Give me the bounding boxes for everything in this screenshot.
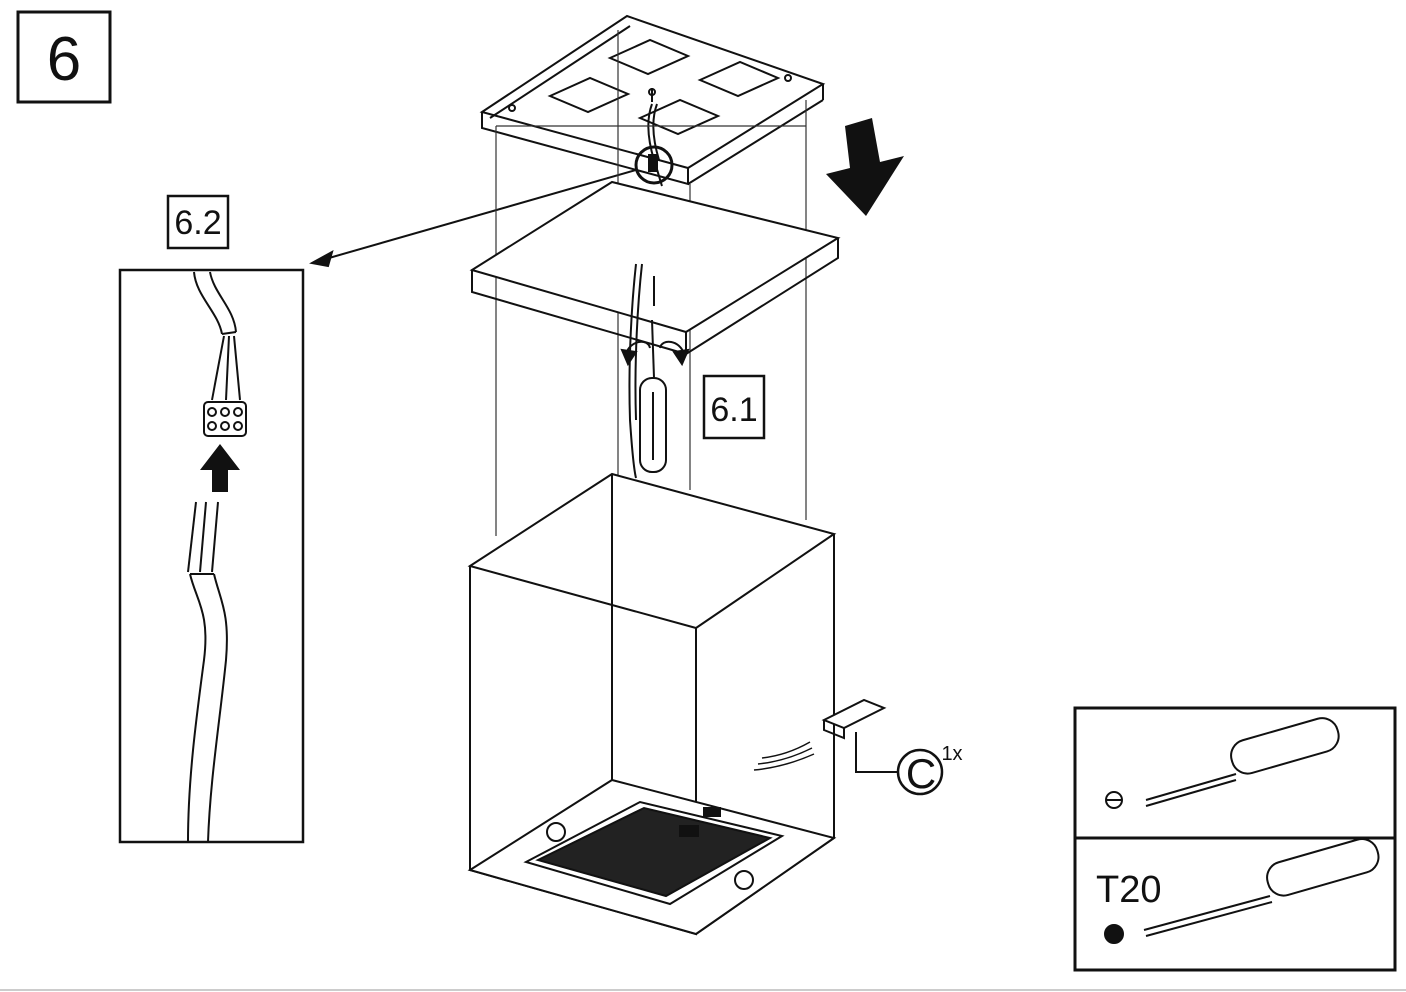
wiring-detail-panel [118, 268, 305, 844]
flat-screwdriver-icon [1105, 717, 1340, 809]
step-number: 6 [47, 25, 81, 94]
detail-leader-line [309, 169, 637, 268]
detail-6-1-box [702, 374, 766, 440]
hood-body [467, 472, 837, 936]
connector-block-icon [648, 154, 658, 172]
wiring-point-marker [634, 145, 674, 185]
clip-symbol: C 1x [896, 743, 963, 797]
power-cable [628, 263, 655, 479]
step-number-box: 6 [16, 10, 112, 104]
clip-quantity: 1x [941, 743, 962, 765]
move-down-arrow-icon [826, 118, 904, 216]
torx-screwdriver-icon [1104, 838, 1380, 944]
torx-tool-label: T20 [1096, 869, 1161, 911]
detail-6-2-box [166, 194, 230, 250]
intermediate-frame [469, 180, 841, 356]
ceiling-mounting-plate [479, 14, 826, 187]
screwdriver-icon [620, 319, 690, 473]
clip-letter: C [906, 750, 936, 797]
terminal-block-icon [203, 401, 247, 437]
detail-6-2-label: 6.2 [174, 204, 221, 242]
detail-6-1-label: 6.1 [710, 391, 757, 429]
connect-up-arrow-icon [200, 444, 240, 492]
cover-clip [821, 698, 898, 773]
